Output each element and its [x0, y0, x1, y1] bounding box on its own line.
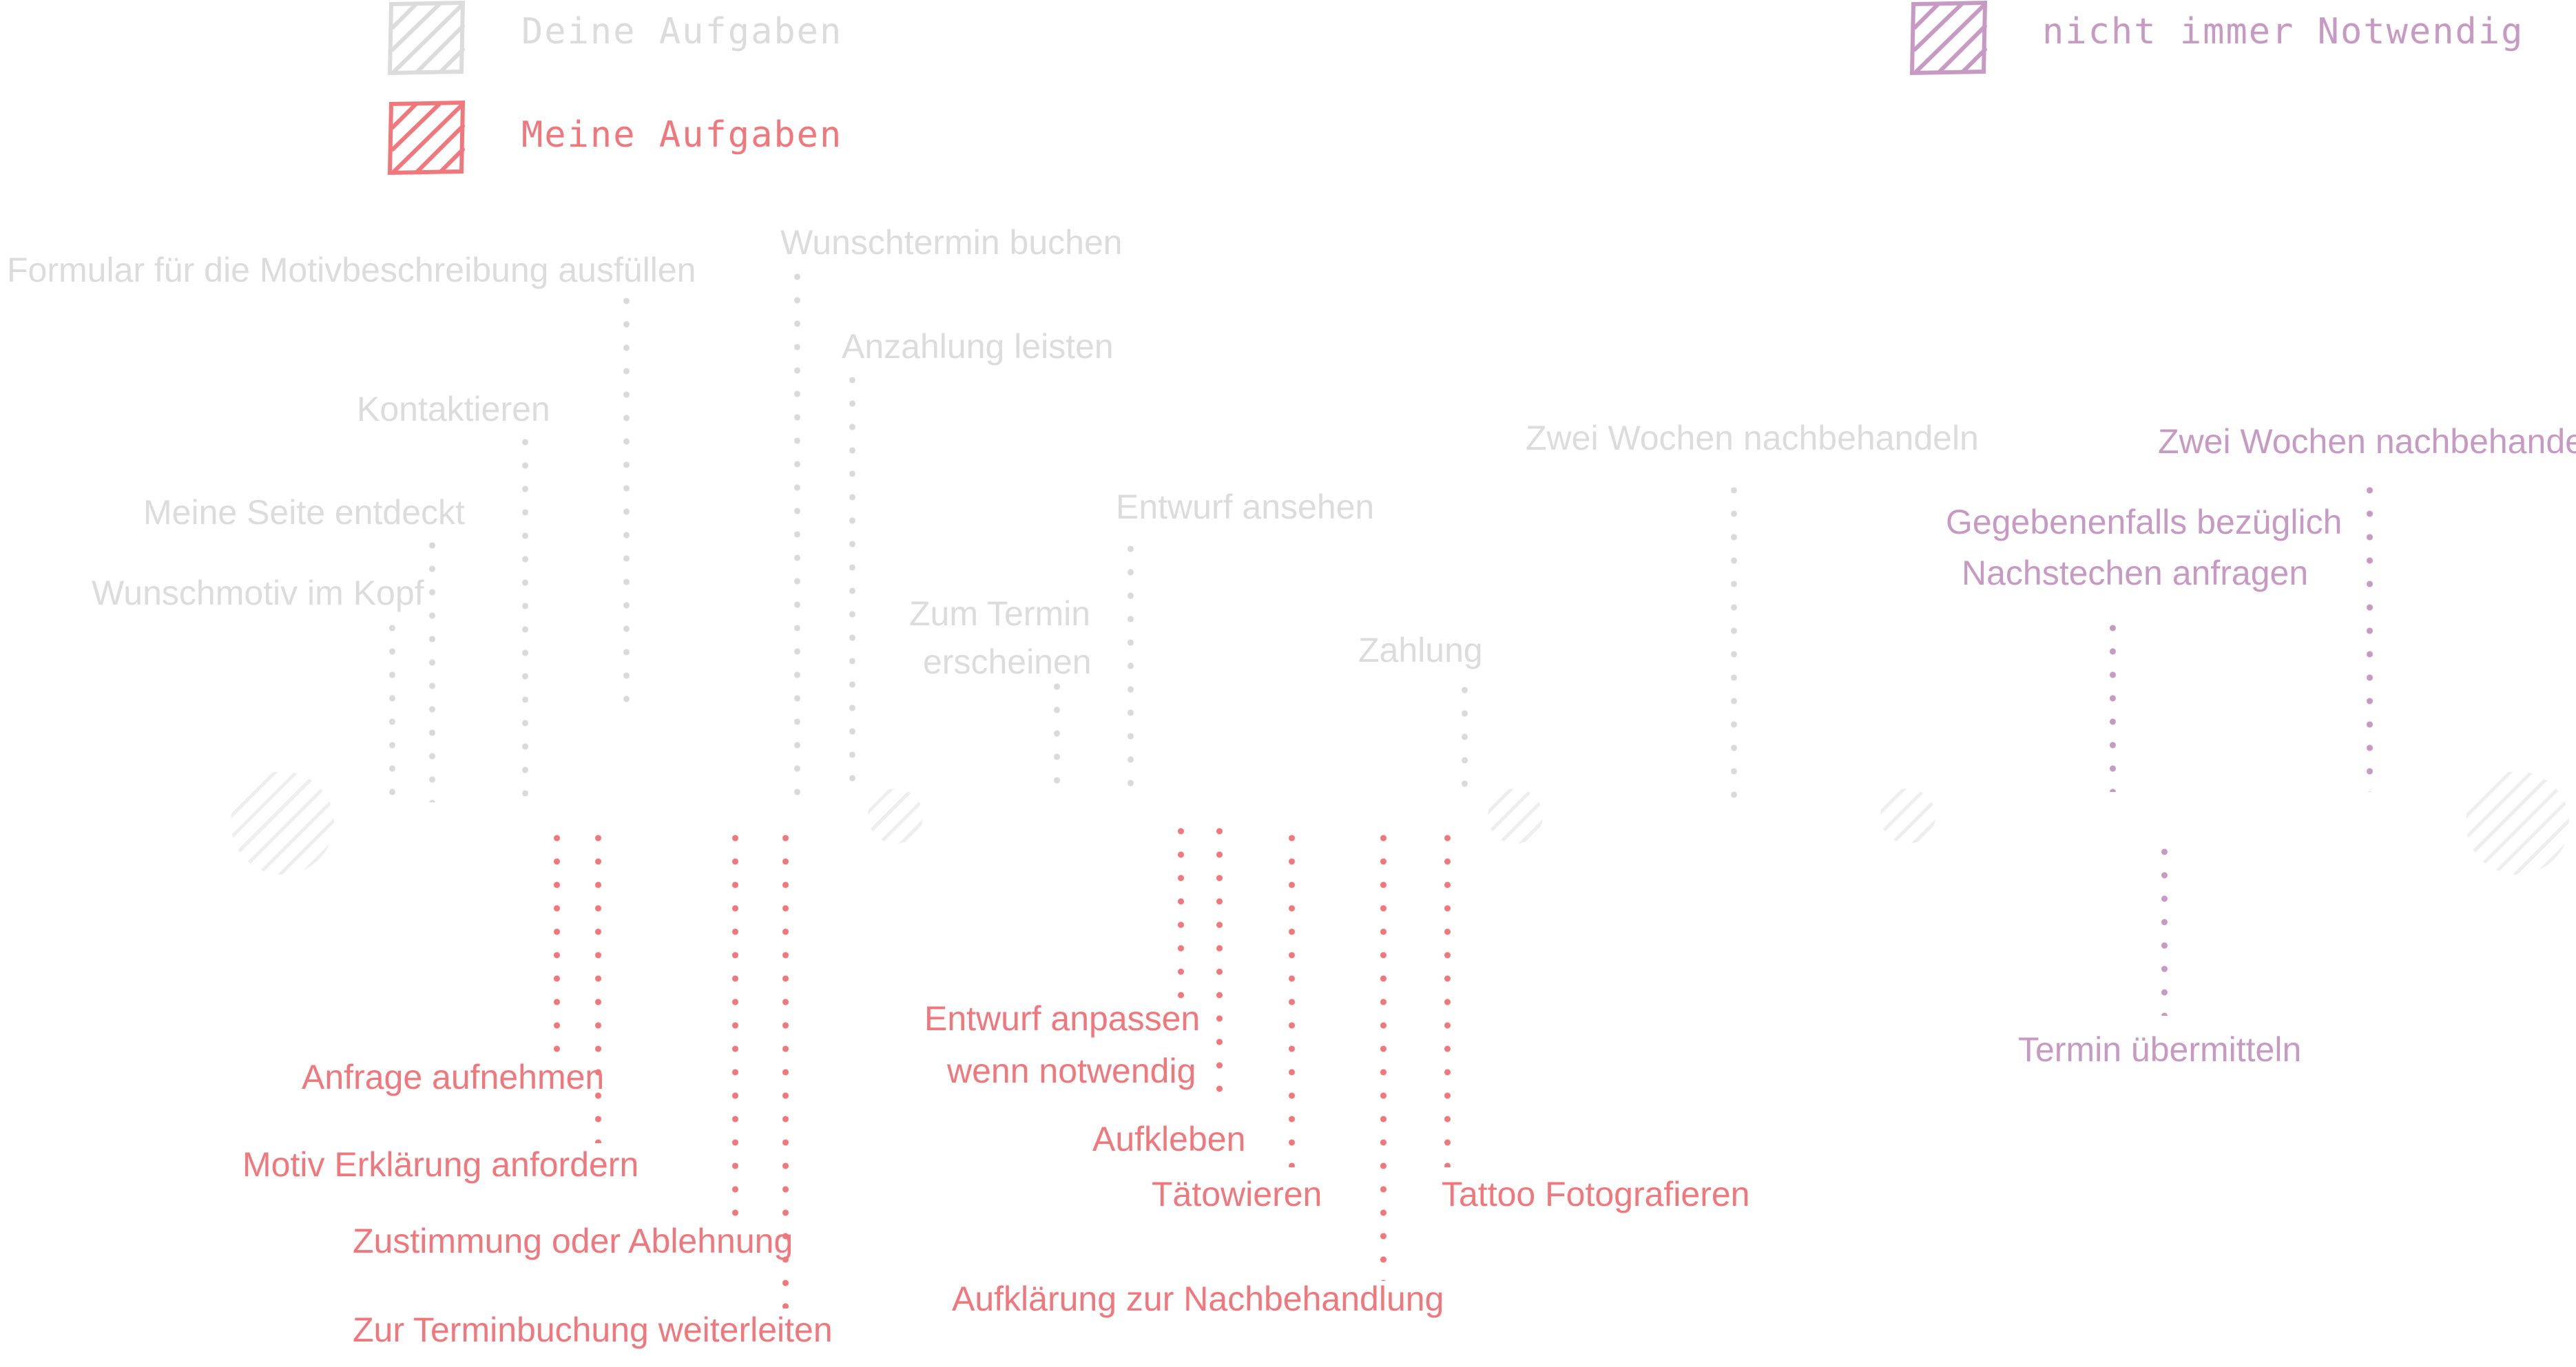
- optional-step-termin-uebermitteln: Termin übermitteln: [2018, 1030, 2302, 1069]
- connector-zustimmung: [732, 826, 738, 1222]
- optional-step-nachbehandeln: Zwei Wochen nachbehandeln: [2158, 422, 2576, 461]
- timeline-marker-icon: [1488, 789, 1543, 844]
- timeline-marker-icon: [231, 771, 334, 875]
- timeline-marker-icon: [2466, 771, 2569, 875]
- step-zahlung: Zahlung: [1358, 631, 1483, 669]
- connector-taetowieren: [1289, 826, 1295, 1167]
- artist-step-entwurf-anpassen-line1: Entwurf anpassen: [924, 999, 1201, 1038]
- timeline-marker-icon: [1880, 789, 1935, 844]
- optional-step-nachstechen-line2: Nachstechen anfragen: [1962, 554, 2309, 592]
- connector-nachbehandeln: [1731, 479, 1737, 799]
- artist-step-motiv-erklaerung: Motiv Erklärung anfordern: [242, 1145, 639, 1184]
- step-seite-entdeckt: Meine Seite entdeckt: [143, 493, 465, 532]
- connector-entwurf-ansehen: [1128, 537, 1134, 802]
- step-formular: Formular für die Motivbeschreibung ausfü…: [7, 251, 696, 289]
- legend-swatch-optional-icon: [1909, 0, 1988, 76]
- legend-label-meine: Meine Aufgaben: [521, 114, 843, 156]
- timeline-marker-icon: [868, 789, 923, 844]
- step-nachbehandeln: Zwei Wochen nachbehandeln: [1526, 419, 1979, 457]
- connector-terminbuchung: [782, 826, 789, 1308]
- step-wunschtermin: Wunschtermin buchen: [780, 223, 1123, 262]
- step-entwurf-ansehen: Entwurf ansehen: [1116, 488, 1375, 526]
- artist-step-zustimmung: Zustimmung oder Ablehnung: [353, 1222, 793, 1260]
- step-zum-termin-line1: Zum Termin: [909, 594, 1091, 633]
- step-kontaktieren: Kontaktieren: [357, 390, 550, 428]
- step-zum-termin-line2: erscheinen: [923, 643, 1092, 681]
- connector-zum-termin: [1054, 675, 1060, 799]
- connector-optional-nachstechen: [2110, 616, 2116, 792]
- connector-formular: [623, 289, 630, 716]
- connector-anzahlung: [849, 368, 855, 795]
- step-wunschmotiv: Wunschmotiv im Kopf: [92, 574, 424, 612]
- connector-motiv-erklaerung: [595, 826, 601, 1143]
- artist-step-aufkleben: Aufkleben: [1092, 1120, 1246, 1158]
- artist-step-fotografieren: Tattoo Fotografieren: [1442, 1175, 1750, 1213]
- optional-step-nachstechen-line1: Gegebenenfalls bezüglich: [1946, 503, 2343, 541]
- connector-optional-termin: [2161, 840, 2168, 1016]
- connector-wunschtermin: [794, 265, 800, 799]
- connector-seite-entdeckt: [429, 534, 435, 802]
- connector-entwurf-anpassen: [1178, 820, 1184, 1002]
- connector-kontaktieren: [522, 430, 528, 802]
- legend-swatch-meine-icon: [387, 100, 466, 176]
- connector-zahlung: [1462, 678, 1468, 802]
- connector-wunschmotiv: [389, 616, 395, 802]
- connector-fotografieren: [1444, 826, 1451, 1167]
- connector-optional-nachbehandeln: [2367, 479, 2373, 792]
- artist-step-aufklaerung: Aufklärung zur Nachbehandlung: [952, 1280, 1444, 1318]
- connector-aufklaerung: [1380, 826, 1386, 1281]
- artist-step-taetowieren: Tätowieren: [1152, 1175, 1322, 1213]
- artist-step-terminbuchung: Zur Terminbuchung weiterleiten: [353, 1311, 833, 1349]
- connector-aufkleben: [1216, 820, 1223, 1109]
- legend-label-optional: nicht immer Notwendig: [2042, 11, 2524, 52]
- legend-label-deine: Deine Aufgaben: [521, 11, 843, 52]
- step-anzahlung: Anzahlung leisten: [842, 327, 1114, 366]
- artist-step-anfrage: Anfrage aufnehmen: [302, 1058, 605, 1096]
- artist-step-entwurf-anpassen-line2: wenn notwendig: [947, 1052, 1196, 1090]
- legend-swatch-deine-icon: [387, 0, 466, 76]
- connector-anfrage: [554, 826, 560, 1057]
